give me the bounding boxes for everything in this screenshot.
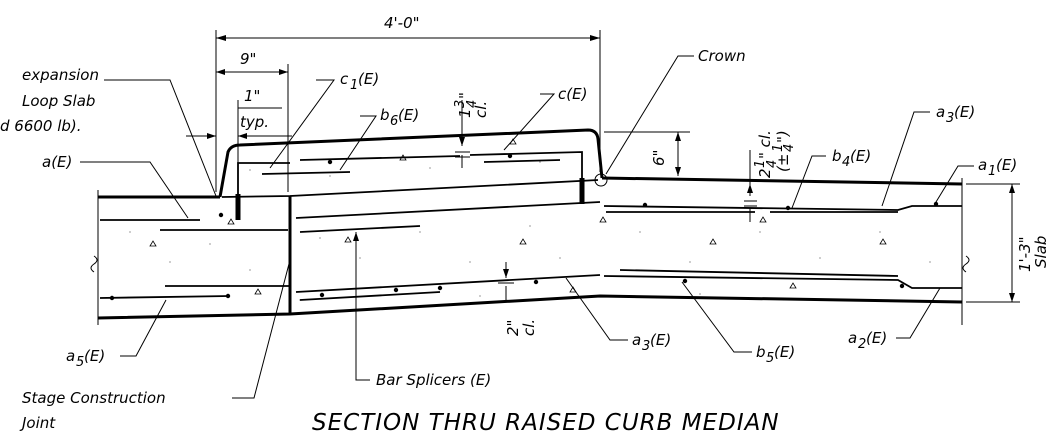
svg-text:5: 5: [766, 351, 774, 366]
svg-text:": ": [456, 92, 474, 99]
svg-text:5: 5: [76, 355, 84, 370]
dimensions: [186, 30, 1020, 303]
dim-cover-right: 2 1 4 " cl. (± 1 4 "): [753, 130, 797, 178]
svg-text:2: 2: [858, 337, 866, 352]
svg-text:4: 4: [842, 155, 850, 170]
label-b6-e: b 6 (E): [380, 106, 419, 129]
svg-text:(E): (E): [650, 331, 671, 349]
svg-text:3: 3: [453, 100, 468, 108]
label-a-e: a(E): [42, 153, 72, 171]
svg-text:a: a: [632, 331, 641, 349]
reinforcement: [99, 151, 962, 301]
dim-cover-bottom: 2" cl.: [504, 319, 538, 336]
svg-text:3: 3: [642, 339, 650, 354]
svg-text:1: 1: [753, 160, 768, 168]
svg-text:(E): (E): [398, 106, 419, 124]
label-c-e: c(E): [558, 85, 587, 103]
svg-text:1: 1: [771, 144, 786, 152]
svg-text:cl.: cl.: [520, 319, 538, 336]
svg-text:(E): (E): [954, 103, 975, 121]
svg-text:(E): (E): [774, 343, 795, 361]
svg-text:(E): (E): [358, 70, 379, 88]
dim-slab-thickness: 1'-3" Slab: [1016, 236, 1050, 272]
svg-text:(E): (E): [850, 147, 871, 165]
svg-text:b: b: [756, 343, 766, 361]
svg-text:b: b: [380, 106, 390, 124]
svg-text:Slab: Slab: [1032, 236, 1050, 268]
svg-text:1: 1: [988, 164, 996, 179]
label-a3-e-bot: a 3 (E): [632, 331, 671, 354]
slab-outline: [90, 128, 970, 325]
dim-overall-width: 4'-0": [384, 14, 420, 32]
svg-text:(±: (±: [774, 154, 792, 172]
dim-one-in: 1": [244, 87, 260, 105]
svg-text:(E): (E): [866, 329, 887, 347]
label-expansion-line3: d 6600 lb).: [0, 117, 82, 135]
svg-text:1: 1: [350, 78, 358, 93]
label-b4-e: b 4 (E): [832, 147, 871, 170]
label-a3-e-top: a 3 (E): [936, 103, 975, 126]
dim-cover-top: 1 3 4 " cl.: [453, 92, 490, 118]
drawing-title: SECTION THRU RAISED CURB MEDIAN: [312, 410, 780, 436]
dim-typ: typ.: [240, 113, 269, 131]
svg-text:2": 2": [504, 320, 522, 336]
label-a1-e: a 1 (E): [978, 156, 1017, 179]
label-joint: Joint: [19, 414, 56, 432]
svg-text:a: a: [848, 329, 857, 347]
label-expansion-line2: Loop Slab: [22, 92, 95, 110]
svg-text:a: a: [936, 103, 945, 121]
svg-text:2: 2: [756, 168, 774, 178]
label-a2-e: a 2 (E): [848, 329, 887, 352]
svg-text:cl.: cl.: [472, 101, 490, 118]
svg-text:1'-3": 1'-3": [1016, 236, 1034, 272]
svg-text:c: c: [340, 70, 349, 88]
leaders: [80, 55, 974, 399]
dim-nine-in: 9": [240, 50, 256, 68]
dim-six-in: 6": [650, 150, 668, 166]
svg-text:" cl.: " cl.: [756, 130, 774, 159]
svg-text:a: a: [66, 347, 75, 365]
label-a5-e: a 5 (E): [66, 347, 105, 370]
label-bar-splicers: Bar Splicers (E): [376, 371, 491, 389]
svg-text:b: b: [832, 147, 842, 165]
svg-text:4: 4: [465, 100, 480, 108]
svg-text:4: 4: [782, 144, 797, 152]
aggregate-marks: [149, 138, 887, 295]
svg-text:4: 4: [765, 160, 780, 168]
label-expansion-line1: expansion: [22, 66, 99, 84]
svg-text:3: 3: [946, 111, 954, 126]
label-crown: Crown: [698, 47, 746, 65]
label-stage-construction: Stage Construction: [22, 389, 166, 407]
svg-text:a: a: [978, 156, 987, 174]
svg-text:"): "): [774, 130, 792, 143]
svg-text:(E): (E): [996, 156, 1017, 174]
label-c1-e: c 1 (E): [340, 70, 379, 93]
svg-text:6: 6: [390, 114, 398, 129]
label-b5-e: b 5 (E): [756, 343, 795, 366]
svg-text:1: 1: [456, 108, 474, 118]
svg-text:(E): (E): [84, 347, 105, 365]
concrete-stipple: [129, 161, 931, 301]
